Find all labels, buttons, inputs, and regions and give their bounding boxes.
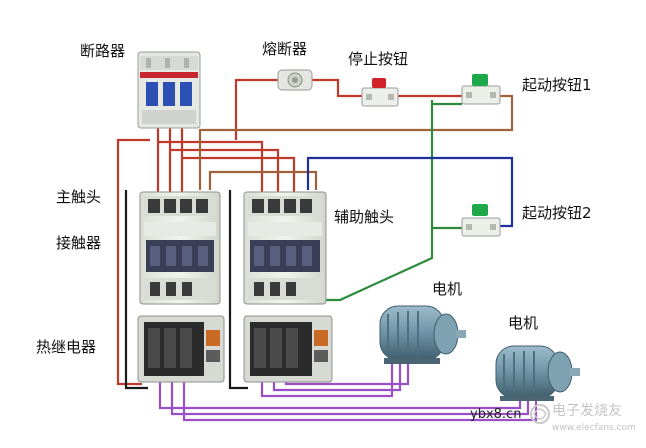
label-aux-contact: 辅助触头 (334, 208, 395, 226)
contactor-2 (243, 191, 327, 305)
wire-black-left (124, 190, 148, 390)
label-motor-2: 电机 (508, 314, 539, 332)
watermark-brand: 电子发烧友 (552, 403, 622, 419)
watermark-url: www.elecfans.com (552, 423, 636, 433)
wire-purple-2 (170, 380, 530, 416)
wire-red-fuse-stop (312, 78, 362, 98)
label-contactor: 接触器 (56, 234, 102, 252)
watermark-site: ybx8.cn (470, 407, 522, 422)
wire-purple-5 (272, 354, 402, 392)
wire-brown-contactor (208, 170, 318, 190)
wire-black-mid (228, 190, 248, 390)
wire-brown-start1-return (198, 94, 514, 190)
label-start-button-2: 起动按钮2 (522, 204, 592, 222)
circuit-breaker (137, 51, 201, 129)
wire-green-start1 (430, 100, 462, 106)
start-button-2 (461, 204, 501, 237)
motor-1 (379, 305, 466, 364)
fuse (277, 69, 313, 91)
label-motor-1: 电机 (432, 280, 463, 298)
wire-blue-start2 (306, 156, 514, 228)
label-start-button-1: 起动按钮1 (522, 76, 592, 94)
wire-red-to-contactor2 (158, 140, 264, 200)
wires (116, 78, 538, 422)
thermal-relay-2 (243, 315, 333, 383)
elecfans-logo-icon (530, 404, 550, 424)
wire-purple-4 (260, 354, 394, 398)
wire-green-down (326, 228, 434, 302)
stop-button (361, 78, 399, 107)
motor-2 (495, 345, 580, 401)
wire-red-to-contactor2-b (170, 148, 280, 200)
start-button-1 (461, 74, 501, 105)
label-fuse: 熔断器 (262, 40, 308, 58)
wire-red-breaker-fuse (234, 78, 278, 140)
label-breaker: 断路器 (80, 42, 126, 60)
wire-red-left-loop (116, 138, 150, 386)
label-main-contact: 主触头 (56, 188, 102, 206)
wire-purple-3 (182, 380, 538, 422)
contactor-1 (139, 191, 221, 305)
wire-purple-1 (158, 380, 522, 410)
thermal-relay-1 (137, 315, 225, 383)
label-stop-button: 停止按钮 (348, 50, 409, 68)
label-thermal-relay: 热继电器 (36, 338, 97, 356)
wire-red-to-contactor2-c (182, 156, 296, 200)
wire-green-to-start2 (430, 104, 462, 230)
